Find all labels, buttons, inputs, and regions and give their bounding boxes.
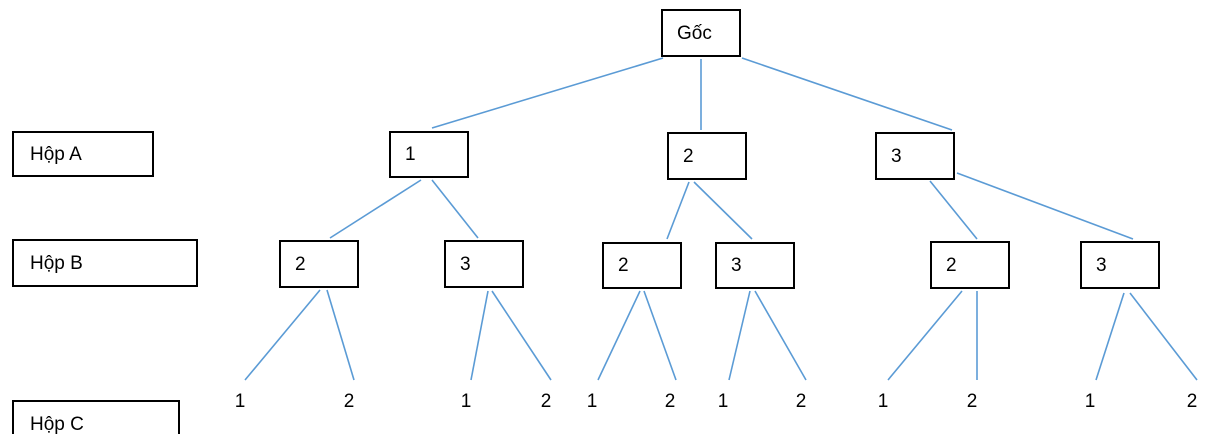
leaf-label-3: 1 [460, 391, 472, 412]
edge-b1-to-c1 [244, 289, 321, 381]
edge-b2-to-c4 [491, 290, 552, 381]
edge-a2-to-b3 [666, 181, 690, 240]
node-root[interactable]: Gốc [661, 9, 741, 57]
edge-b5-to-c9 [887, 290, 963, 381]
edge-b1-to-c2 [326, 289, 355, 381]
node-level-b-3[interactable]: 2 [602, 242, 682, 289]
leaf-label-11: 1 [1084, 391, 1096, 412]
edge-b2-to-c3 [470, 290, 489, 381]
edge-a1-to-b2 [431, 179, 479, 239]
leaf-label-9: 1 [877, 391, 889, 412]
leaf-label-8: 2 [795, 391, 807, 412]
edge-a3-to-b5 [929, 180, 978, 240]
edge-b6-to-c12 [1129, 292, 1198, 381]
legend-box-1: Hộp A [12, 131, 154, 177]
edge-a2-to-b4 [693, 181, 753, 240]
node-level-b-1[interactable]: 2 [279, 240, 359, 288]
edge-root-to-a3 [741, 57, 953, 131]
edge-root-to-a1 [431, 57, 664, 129]
edge-a3-to-b6 [956, 172, 1134, 240]
leaf-label-4: 2 [540, 391, 552, 412]
node-level-a-2[interactable]: 2 [667, 132, 747, 180]
legend-box-3: Hộp C [12, 400, 180, 434]
leaf-label-2: 2 [343, 391, 355, 412]
node-level-b-6[interactable]: 3 [1080, 241, 1160, 289]
edge-b3-to-c5 [597, 290, 641, 381]
node-level-b-5[interactable]: 2 [930, 241, 1010, 289]
node-level-b-2[interactable]: 3 [444, 240, 524, 288]
legend-box-2: Hộp B [12, 239, 198, 287]
edge-b4-to-c8 [754, 290, 807, 381]
node-level-a-3[interactable]: 3 [875, 132, 955, 180]
edge-b4-to-c7 [728, 290, 751, 381]
edge-b3-to-c6 [643, 290, 677, 381]
node-level-b-4[interactable]: 3 [715, 242, 795, 289]
node-level-a-1[interactable]: 1 [389, 131, 469, 178]
edge-b6-to-c11 [1095, 292, 1125, 381]
leaf-label-12: 2 [1186, 391, 1198, 412]
leaf-label-6: 2 [664, 391, 676, 412]
leaf-label-5: 1 [586, 391, 598, 412]
edge-a1-to-b1 [329, 179, 422, 239]
leaf-label-10: 2 [966, 391, 978, 412]
leaf-label-7: 1 [717, 391, 729, 412]
leaf-label-1: 1 [234, 391, 246, 412]
